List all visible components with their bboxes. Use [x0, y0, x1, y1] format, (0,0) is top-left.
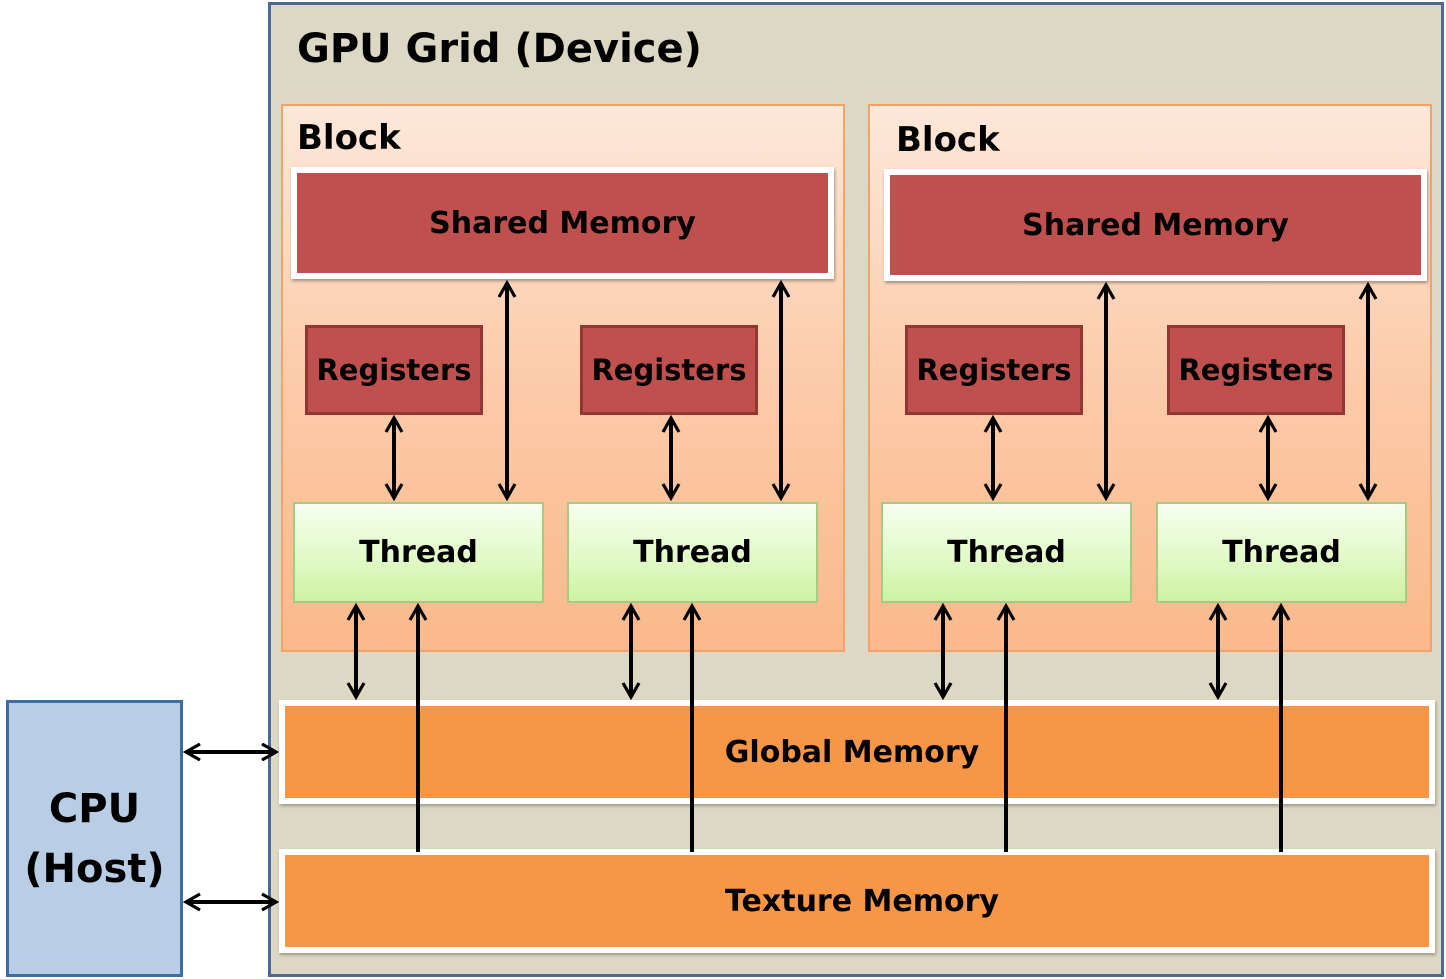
gpu-grid-title: GPU Grid (Device) — [297, 26, 702, 72]
block-2-thread-2 — [1156, 502, 1407, 603]
cpu-label: CPU — [48, 785, 141, 832]
block-2-registers-1-label: Registers — [916, 353, 1072, 387]
block-2-thread-1-label: Thread — [947, 535, 1066, 570]
block-2-registers-2-label: Registers — [1178, 353, 1334, 387]
block-1-thread-2 — [567, 502, 818, 603]
block-1-registers-2 — [580, 325, 758, 415]
cpu-host — [6, 700, 183, 977]
block-1-registers-1-label: Registers — [316, 353, 472, 387]
block-2-shared-memory — [884, 169, 1427, 281]
block-1-shared-memory — [291, 167, 834, 279]
block-2-registers-2 — [1167, 325, 1345, 415]
host-label: (Host) — [24, 845, 165, 892]
block-2-thread-2-label: Thread — [1222, 535, 1341, 570]
block-2-shared-memory-label: Shared Memory — [1022, 207, 1289, 243]
block-1-thread-1 — [293, 502, 544, 603]
block-1-label: Block — [297, 118, 401, 158]
block-1-thread-2-label: Thread — [633, 535, 752, 570]
block-1-registers-2-label: Registers — [591, 353, 747, 387]
cpu-host-label: CPU (Host) — [6, 700, 183, 977]
block-2-label: Block — [896, 120, 1000, 160]
block-2-registers-1 — [905, 325, 1083, 415]
global-memory-label: Global Memory — [724, 734, 980, 770]
block-1-thread-1-label: Thread — [359, 535, 478, 570]
block-1-shared-memory-label: Shared Memory — [429, 205, 696, 241]
block-1-registers-1 — [305, 325, 483, 415]
block-2-thread-1 — [881, 502, 1132, 603]
texture-memory-label: Texture Memory — [725, 883, 999, 919]
global-memory — [279, 700, 1435, 804]
texture-memory — [279, 849, 1435, 953]
